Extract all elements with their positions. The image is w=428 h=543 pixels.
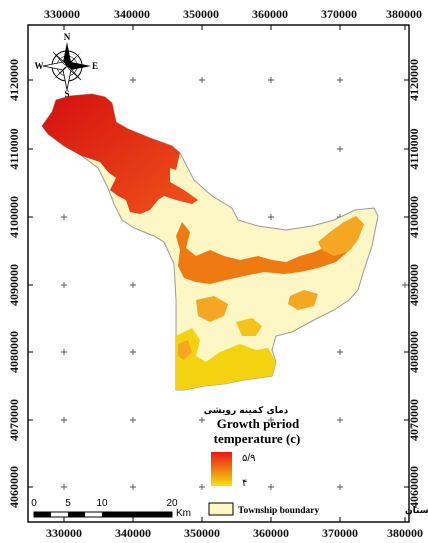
x-tick-top-330000: 330000: [44, 7, 80, 21]
boundary-label-fa: محدوده شهرستان: [405, 506, 428, 516]
y-tick-right-4070000: 4070000: [407, 399, 421, 441]
y-tick-right-4120000: 4120000: [407, 59, 421, 101]
y-tick-left-4120000: 4120000: [7, 59, 21, 101]
zone-red-high: [42, 94, 198, 214]
x-tick-bottom-340000: 340000: [115, 526, 151, 540]
boundary-label-en: Township boundary: [238, 506, 319, 516]
compass-n-label: N: [64, 32, 71, 42]
compass-w-label: W: [35, 61, 44, 71]
x-tick-bottom-360000: 360000: [253, 526, 289, 540]
y-tick-right-4100000: 4100000: [407, 196, 421, 238]
x-tick-bottom-370000: 370000: [322, 526, 358, 540]
compass-s-label: S: [64, 89, 69, 99]
scale-label-5: 5: [65, 498, 71, 509]
boundary-swatch: [208, 502, 234, 516]
y-tick-left-4070000: 4070000: [7, 399, 21, 441]
y-tick-right-4080000: 4080000: [407, 331, 421, 373]
x-tick-bottom-330000: 330000: [46, 526, 82, 540]
zone-orange-central: [176, 222, 360, 284]
zone-amber-east: [318, 216, 364, 256]
y-tick-right-4060000: 4060000: [407, 466, 421, 508]
x-tick-bottom-380000: 380000: [387, 526, 423, 540]
legend-title-fa: دمای کمینه رویشی: [204, 406, 289, 416]
x-tick-top-360000: 360000: [252, 7, 288, 21]
x-tick-top-370000: 370000: [321, 7, 357, 21]
y-tick-right-4110000: 4110000: [407, 128, 421, 169]
north-arrow-icon: [42, 42, 91, 91]
legend-title-en-1: Growth period: [217, 416, 300, 431]
zone-yellow-south-2: [236, 318, 262, 336]
legend-high-label: ۵/۹: [242, 453, 256, 464]
y-tick-left-4080000: 4080000: [7, 331, 21, 373]
zone-amber-southwest: [178, 340, 192, 360]
zone-amber-mid: [196, 296, 228, 322]
legend-title-en-2: temperature (c): [214, 431, 301, 446]
y-tick-left-4100000: 4100000: [7, 196, 21, 238]
x-tick-top-380000: 380000: [386, 7, 422, 21]
scale-label-10: 10: [96, 498, 108, 509]
y-tick-left-4090000: 4090000: [7, 264, 21, 306]
x-tick-bottom-350000: 350000: [184, 526, 220, 540]
y-tick-left-4110000: 4110000: [7, 128, 21, 169]
frame-tick-marks: [28, 25, 409, 522]
y-tick-right-4090000: 4090000: [407, 264, 421, 306]
legend-color-ramp: [211, 452, 232, 486]
zone-amber-mid2: [288, 290, 318, 310]
scale-label-20: 20: [166, 498, 178, 509]
compass-e-label: E: [92, 61, 98, 71]
zone-yellow-south: [176, 328, 276, 390]
x-tick-top-340000: 340000: [114, 7, 150, 21]
scale-bar: [33, 511, 173, 518]
y-tick-left-4060000: 4060000: [7, 466, 21, 508]
x-tick-top-350000: 350000: [183, 7, 219, 21]
scale-unit: Km: [176, 508, 191, 519]
legend-low-label: ۴: [242, 478, 247, 489]
scale-label-0: 0: [31, 498, 37, 509]
